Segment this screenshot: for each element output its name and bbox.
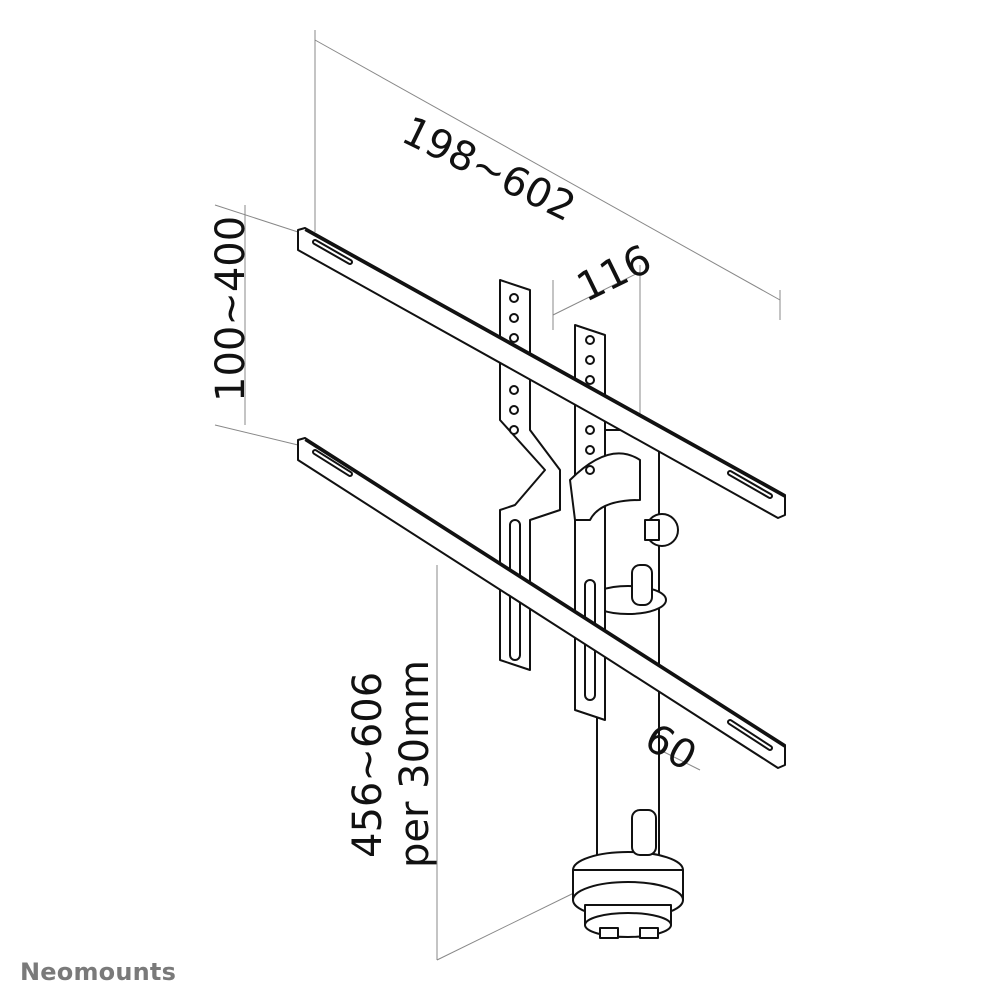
pole-step-label: per 30mm [392,660,438,868]
pole-height-label: 456~606 [345,671,391,858]
brand-logo: Neomounts [20,958,177,986]
height-range-label: 100~400 [208,215,254,402]
rails [297,227,786,769]
